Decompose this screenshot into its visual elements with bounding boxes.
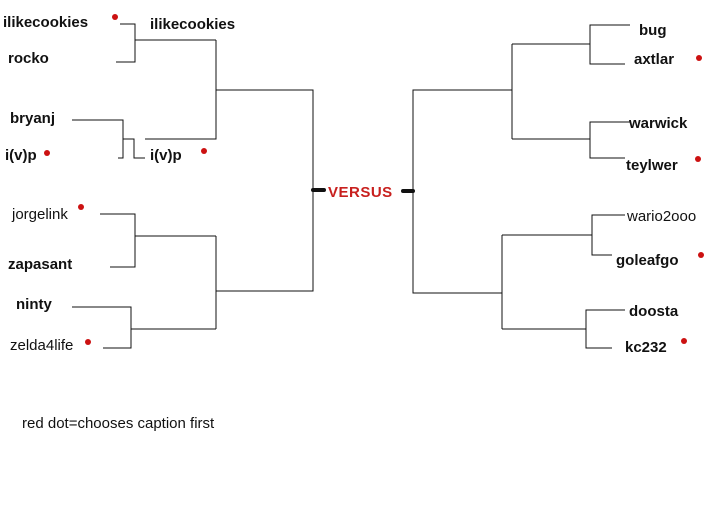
first-pick-dot	[78, 204, 84, 210]
bracket-line	[145, 40, 217, 140]
legend-text: red dot=chooses caption first	[22, 415, 215, 432]
right-r1-slot-2: axtlar	[634, 51, 675, 68]
right-r1-slot-4: teylwer	[626, 157, 678, 174]
right-r1-slot-6: goleafgo	[616, 252, 679, 269]
first-pick-dot	[696, 55, 702, 61]
left-r1-slot-3: bryanj	[10, 110, 56, 127]
right-r1-slot-7: doosta	[629, 303, 679, 320]
bracket-line	[216, 89, 314, 292]
bracket-line	[591, 214, 625, 256]
left-r1-slot-1: ilikecookies	[3, 14, 89, 31]
left-r1-slot-7: ninty	[16, 296, 52, 313]
first-pick-dot	[681, 338, 687, 344]
bracket-line	[116, 23, 136, 63]
bracket-line	[585, 309, 625, 349]
first-pick-dot	[44, 150, 50, 156]
first-pick-dot	[85, 339, 91, 345]
left-r1-slot-5: jorgelink	[12, 206, 68, 223]
bracket-line	[589, 24, 630, 65]
left-r1-slot-4: i(v)p	[5, 147, 37, 164]
right-r1-slot-5: wario2ooo	[627, 208, 697, 225]
versus-label: VERSUS	[328, 184, 393, 201]
bracket-line	[589, 121, 630, 159]
first-pick-dot	[112, 14, 118, 20]
right-r1-slot-8: kc232	[625, 339, 667, 356]
first-pick-dot	[201, 148, 207, 154]
bracket-line	[123, 138, 145, 159]
left-r2-slot-2: i(v)p	[150, 147, 182, 164]
left-r1-slot-2: rocko	[8, 50, 49, 67]
right-r1-slot-3: warwick	[629, 115, 688, 132]
bracket-line	[72, 306, 132, 349]
bracket-line	[72, 119, 124, 159]
right-r1-slot-1: bug	[639, 22, 667, 39]
first-pick-dot	[695, 156, 701, 162]
left-r2-slot-1: ilikecookies	[150, 16, 236, 33]
first-pick-dot	[698, 252, 704, 258]
left-r1-slot-6: zapasant	[8, 256, 73, 273]
bracket-line	[100, 213, 136, 268]
bracket-line	[412, 89, 512, 294]
left-r1-slot-8: zelda4life	[10, 337, 74, 354]
